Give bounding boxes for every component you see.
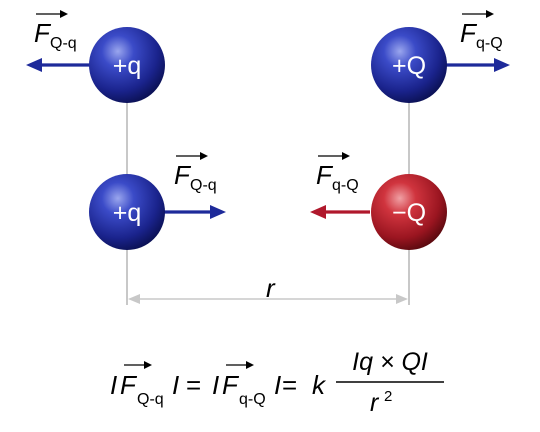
abs-bar: I	[274, 370, 281, 400]
equals-sign: =	[282, 370, 297, 400]
charge-sphere-top-left: +q	[89, 27, 165, 103]
charge-sphere-bottom-left: +q	[89, 174, 165, 250]
denominator-exponent: 2	[384, 388, 392, 405]
charge-label: +q	[113, 52, 142, 80]
force-arrow-top-right	[446, 58, 510, 72]
force-arrow-top-left	[26, 58, 90, 72]
force-subscript: Q-q	[190, 177, 217, 194]
coulomb-constant: k	[312, 370, 327, 400]
force-label-top-left: F Q-q	[34, 10, 77, 52]
coulomb-formula: I F Q-q I = I F q-Q I = k Iq × QI r 2	[110, 348, 444, 417]
charge-label: +q	[113, 199, 142, 227]
force-subscript: q-Q	[332, 177, 359, 194]
fraction-numerator: Iq × QI	[352, 348, 428, 376]
abs-bar: I	[172, 370, 179, 400]
denominator-base: r	[370, 389, 380, 417]
force-label-bottom-right: F q-Q	[316, 152, 359, 194]
charge-sphere-bottom-right: −Q	[371, 174, 447, 250]
force-subscript: q-Q	[476, 35, 503, 52]
formula-force-symbol: F	[222, 370, 240, 400]
distance-label: r	[266, 273, 276, 303]
equals-sign: =	[186, 370, 201, 400]
force-arrow-bottom-right	[310, 205, 370, 219]
charge-label: +Q	[392, 52, 426, 80]
force-label-bottom-left: F Q-q	[174, 152, 217, 194]
abs-bar: I	[110, 370, 117, 400]
force-arrow-bottom-left	[164, 205, 226, 219]
distance-measure: r	[128, 273, 408, 304]
charge-label: −Q	[392, 199, 426, 227]
force-symbol: F	[316, 160, 334, 190]
formula-subscript: Q-q	[137, 391, 164, 408]
force-label-top-right: F q-Q	[460, 10, 503, 52]
force-subscript: Q-q	[50, 35, 77, 52]
force-symbol: F	[34, 18, 52, 48]
abs-bar: I	[212, 370, 219, 400]
force-symbol: F	[460, 18, 478, 48]
charge-sphere-top-right: +Q	[371, 27, 447, 103]
force-symbol: F	[174, 160, 192, 190]
formula-subscript: q-Q	[239, 391, 266, 408]
formula-force-symbol: F	[120, 370, 138, 400]
